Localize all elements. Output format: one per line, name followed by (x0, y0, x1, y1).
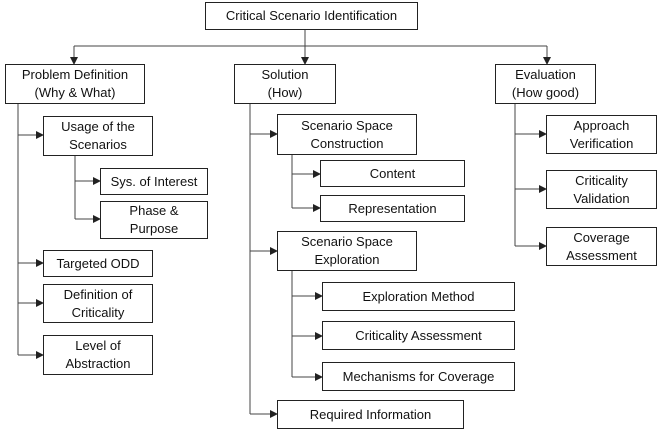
mechanisms-for-coverage-node: Mechanisms for Coverage (322, 362, 515, 391)
coverage-line1: Coverage (573, 229, 630, 245)
approach-verification-node: Approach Verification (546, 115, 657, 154)
root-node: Critical Scenario Identification (205, 2, 418, 30)
scenario-space-exploration-node: Scenario Space Exploration (277, 231, 417, 271)
exploration-method-node: Exploration Method (322, 282, 515, 311)
evaluation-title: Evaluation (515, 67, 576, 82)
targeted-odd-label: Targeted ODD (56, 255, 140, 271)
content-label: Content (369, 165, 416, 181)
mechanisms-for-coverage-label: Mechanisms for Coverage (342, 368, 495, 384)
phase-line2: Purpose (129, 221, 179, 236)
construction-line1: Scenario Space (301, 117, 393, 133)
criticality-assessment-label: Criticality Assessment (355, 327, 482, 343)
coverage-line2: Assessment (566, 247, 637, 263)
problem-definition-node: Problem Definition (Why & What) (5, 64, 145, 104)
sys-of-interest-label: Sys. of Interest (110, 173, 198, 189)
crit-def-line1: Definition of (63, 286, 133, 302)
construction-line2: Construction (310, 135, 384, 151)
required-information-label: Required Information (309, 406, 432, 422)
level-of-abstraction-node: Level of Abstraction (43, 335, 153, 375)
abstraction-line1: Level of (75, 338, 121, 353)
evaluation-subtitle: (How good) (511, 85, 580, 100)
solution-title: Solution (261, 67, 309, 82)
crit-def-line2: Criticality (71, 304, 125, 320)
evaluation-node: Evaluation (How good) (495, 64, 596, 104)
validation-line2: Validation (573, 190, 630, 206)
solution-node: Solution (How) (234, 64, 336, 104)
root-label: Critical Scenario Identification (225, 8, 398, 23)
usage-of-scenarios-node: Usage of the Scenarios (43, 116, 153, 156)
abstraction-line2: Abstraction (65, 356, 131, 371)
exploration-line1: Scenario Space (301, 234, 393, 249)
representation-label: Representation (348, 200, 437, 216)
definition-of-criticality-node: Definition of Criticality (43, 284, 153, 323)
exploration-method-label: Exploration Method (362, 288, 475, 304)
usage-line2: Scenarios (69, 137, 127, 152)
criticality-validation-node: Criticality Validation (546, 170, 657, 209)
problem-definition-subtitle: (Why & What) (34, 85, 116, 100)
problem-definition-title: Problem Definition (21, 67, 129, 82)
phase-line1: Phase & (129, 203, 179, 218)
representation-node: Representation (320, 195, 465, 222)
required-information-node: Required Information (277, 400, 464, 429)
exploration-line2: Exploration (314, 252, 380, 267)
content-node: Content (320, 160, 465, 187)
usage-line1: Usage of the (61, 119, 135, 134)
criticality-assessment-node: Criticality Assessment (322, 321, 515, 350)
targeted-odd-node: Targeted ODD (43, 250, 153, 277)
coverage-assessment-node: Coverage Assessment (546, 227, 657, 266)
sys-of-interest-node: Sys. of Interest (100, 168, 208, 195)
approach-line2: Verification (569, 135, 634, 151)
solution-subtitle: (How) (267, 85, 303, 100)
approach-line1: Approach (573, 117, 630, 133)
validation-line1: Criticality (575, 172, 628, 188)
phase-purpose-node: Phase & Purpose (100, 201, 208, 239)
scenario-space-construction-node: Scenario Space Construction (277, 114, 417, 155)
